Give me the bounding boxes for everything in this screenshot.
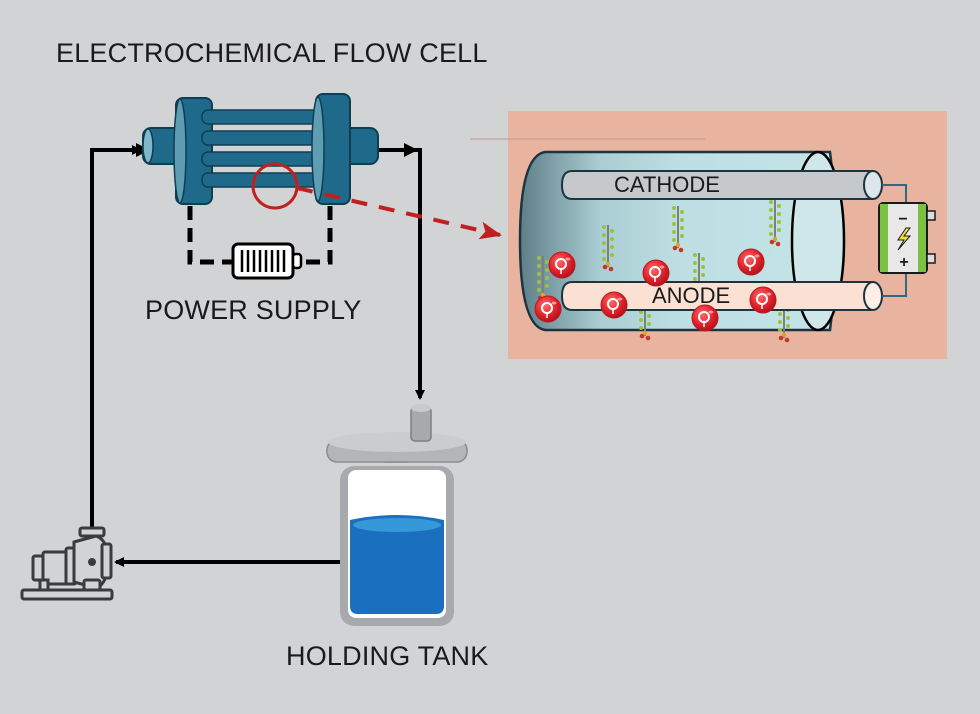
pump-icon bbox=[20, 526, 114, 601]
flow-cell-icon bbox=[142, 93, 379, 205]
battery-minus: − bbox=[898, 211, 907, 228]
arrowhead-right-outlet bbox=[404, 143, 418, 157]
flow-cell-title: ELECTROCHEMICAL FLOW CELL bbox=[56, 38, 488, 68]
battery-plus: + bbox=[899, 254, 908, 271]
anode-electrode bbox=[560, 281, 883, 311]
holding-tank-label: HOLDING TANK bbox=[286, 641, 489, 671]
anode-label: ANODE bbox=[652, 283, 730, 308]
power-supply-label: POWER SUPPLY bbox=[145, 295, 362, 325]
zoom-indicator-arrow bbox=[296, 186, 502, 240]
zoom-indicator-circle bbox=[251, 162, 299, 210]
flow-line-pump-to-cell bbox=[90, 145, 142, 530]
cathode-label: CATHODE bbox=[614, 172, 720, 197]
cathode-electrode: CATHODE bbox=[560, 170, 883, 200]
flow-line-cell-to-tank bbox=[375, 148, 425, 400]
holding-tank-icon bbox=[326, 404, 468, 626]
electrode-chamber-detail: CATHODE ANODE bbox=[470, 111, 947, 359]
power-supply-wiring bbox=[187, 206, 333, 265]
battery-icon: − + bbox=[878, 202, 936, 274]
lightning-icon bbox=[897, 227, 912, 251]
power-supply-icon bbox=[231, 242, 303, 280]
flow-loop bbox=[90, 143, 425, 567]
